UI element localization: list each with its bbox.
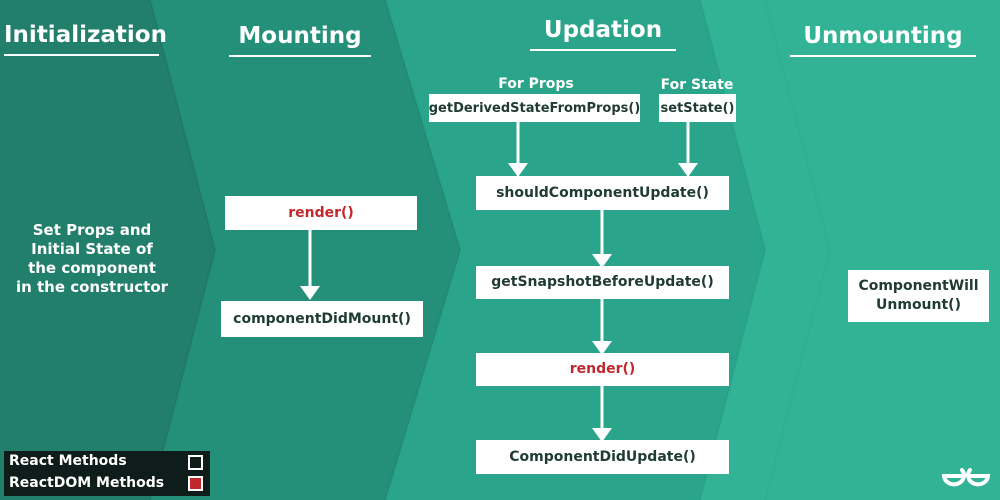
should-component-update-box: shouldComponentUpdate() — [476, 176, 729, 210]
phase-title-updation: Updation — [530, 17, 676, 51]
legend: React Methods ReactDOM Methods — [4, 451, 210, 496]
band-mounting — [150, 0, 460, 500]
component-did-update-box: ComponentDidUpdate() — [476, 440, 729, 474]
update-render-box: render() — [476, 353, 729, 386]
phase-title-initialization: Initialization — [4, 22, 167, 56]
band-unmounting — [700, 0, 1000, 500]
will-unmount-line-2: Unmount() — [876, 297, 961, 313]
band-initialization — [0, 0, 215, 500]
initialization-description: Set Props and Initial State of the compo… — [6, 221, 178, 297]
arrowhead-didmount — [300, 286, 320, 300]
chevron-edge-1 — [149, 0, 217, 500]
arrowhead-snapshot — [592, 254, 612, 268]
legend-react-label: React Methods — [9, 453, 127, 469]
phase-title-unmounting: Unmounting — [790, 23, 976, 57]
init-line-3: the component — [28, 259, 156, 277]
geeksforgeeks-logo-icon — [941, 468, 991, 487]
component-will-unmount-box: ComponentWill Unmount() — [848, 270, 989, 322]
legend-reactdom-methods: ReactDOM Methods — [9, 475, 164, 491]
mount-render-box: render() — [225, 196, 417, 230]
legend-react-methods: React Methods — [9, 453, 127, 469]
chevron-edge-2 — [384, 0, 462, 500]
arrowhead-props — [508, 163, 528, 177]
get-snapshot-box: getSnapshotBeforeUpdate() — [476, 266, 729, 299]
legend-reactdom-swatch — [188, 476, 203, 491]
for-props-label: For Props — [498, 76, 574, 92]
will-unmount-line-1: ComponentWill — [858, 278, 979, 294]
chevron-edge-3 — [699, 0, 767, 500]
init-line-1: Set Props and — [32, 221, 152, 239]
component-did-mount-box: componentDidMount() — [221, 301, 423, 337]
chevron-edge-4 — [764, 0, 832, 500]
derived-state-box: getDerivedStateFromProps() — [429, 94, 640, 122]
legend-react-swatch — [188, 455, 203, 470]
init-line-2: Initial State of — [31, 240, 153, 258]
arrowhead-state — [678, 163, 698, 177]
arrowhead-render — [592, 341, 612, 355]
legend-reactdom-label: ReactDOM Methods — [9, 475, 165, 491]
for-state-label: For State — [660, 77, 734, 93]
init-line-4: in the constructor — [15, 278, 169, 296]
arrowhead-didupdate — [592, 428, 612, 442]
set-state-box: setState() — [659, 94, 736, 122]
phase-title-mounting: Mounting — [229, 23, 371, 57]
